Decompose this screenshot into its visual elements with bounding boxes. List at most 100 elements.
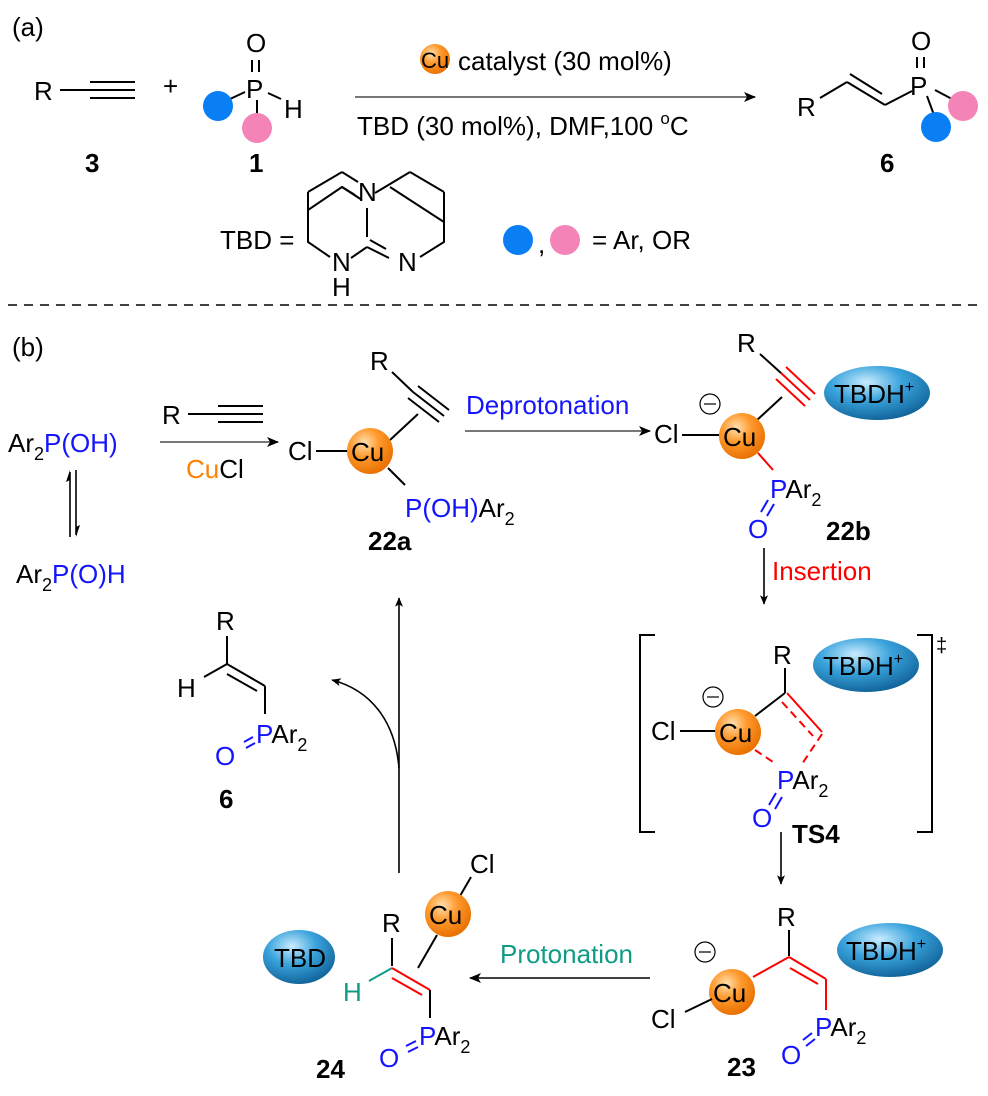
product-phosphorus-atom: P xyxy=(910,71,927,101)
ring-bond xyxy=(307,171,343,193)
tbdh-cation-label: TBDH+ xyxy=(834,379,914,409)
compound-number-1: 1 xyxy=(249,148,263,178)
r-group: R xyxy=(382,908,401,938)
reagent-r: R xyxy=(162,400,181,430)
arrowhead xyxy=(76,525,80,537)
intermediate-24: TBD Cl Cu R H PAr2 O 24 xyxy=(263,849,495,1084)
tbd-base-label: TBD xyxy=(274,943,326,973)
negative-charge-icon xyxy=(699,393,721,415)
chlorine-atom-top: Cl xyxy=(470,849,495,879)
tbd-equals-label: TBD = xyxy=(220,225,294,255)
triple-bond-line xyxy=(407,397,440,423)
nitrogen-atom: N xyxy=(398,247,417,277)
ring-bond xyxy=(341,171,359,183)
p-o-double-bond xyxy=(405,1040,417,1047)
p-o-double-bond xyxy=(407,1046,419,1053)
copper-label: Cu xyxy=(429,900,462,930)
phosphorus-ligand: P(OH)Ar2 xyxy=(405,493,515,529)
oxygen-atom: O xyxy=(246,28,266,58)
hydrogen-atom: H xyxy=(284,94,303,124)
r-group: R xyxy=(370,346,389,376)
nitrogen-atom: N xyxy=(358,177,377,207)
complex-22b: R TBDH+ Cl Cu PAr2 O 22b xyxy=(654,328,930,546)
phosphoryl-group: PAr2 xyxy=(815,1012,866,1048)
deprotonation-label: Deprotonation xyxy=(466,390,629,420)
ring-bond xyxy=(409,171,445,193)
substituent-legend: , = Ar, OR xyxy=(503,225,691,259)
oxygen-atom: O xyxy=(379,1043,399,1073)
red-double-bond-line xyxy=(789,967,819,985)
tbdh-cation-label: TBDH+ xyxy=(846,936,926,966)
p-o-double-bond xyxy=(760,499,769,513)
p-substituent-bond xyxy=(934,89,953,100)
p-h-bond xyxy=(267,92,282,100)
compound-label-ts4: TS4 xyxy=(792,819,840,849)
red-double-bond-line xyxy=(788,956,827,980)
red-partial-bond xyxy=(781,701,814,737)
r-group: R xyxy=(216,606,235,636)
c-h-bond xyxy=(203,663,228,678)
tautomer-phosphinous-acid: Ar2P(OH) xyxy=(8,428,118,464)
r-group: R xyxy=(737,328,756,358)
panel-b-label: (b) xyxy=(12,332,44,362)
copper-label: Cu xyxy=(723,422,756,452)
copper-center xyxy=(719,413,765,459)
negative-charge-icon xyxy=(694,941,716,963)
red-partial-bond xyxy=(754,749,777,765)
right-bracket xyxy=(917,634,933,833)
single-bond xyxy=(391,371,414,393)
tbdh-cation-ellipse xyxy=(837,923,943,977)
copper-label: Cu xyxy=(713,978,746,1008)
cu-p-bond xyxy=(387,467,406,486)
triple-bond-line xyxy=(412,391,445,417)
left-bracket xyxy=(639,634,655,833)
red-partial-bond xyxy=(801,733,823,765)
red-bond-line xyxy=(786,692,823,733)
red-triple-bond-line xyxy=(780,372,811,401)
copper-label: Cu xyxy=(719,718,752,748)
compound-number-23: 23 xyxy=(727,1052,756,1082)
product-release-arrow xyxy=(331,678,400,769)
blue-substituent-dot xyxy=(203,91,233,121)
p-o-double-bond xyxy=(243,736,254,743)
cu-alkyne-bond xyxy=(755,396,783,422)
chlorine-atom: Cl xyxy=(651,1004,676,1034)
double-bond-line xyxy=(226,673,258,692)
double-dagger: ‡ xyxy=(936,635,947,657)
negative-charge-icon xyxy=(702,686,724,708)
cu-cl-bond xyxy=(684,998,713,1013)
single-bond xyxy=(759,353,782,374)
p-o-double-bond xyxy=(774,796,783,810)
compound-number-22b: 22b xyxy=(826,516,871,546)
pink-dot-icon xyxy=(550,225,580,255)
product-6-released: R H PAr2 O 6 xyxy=(177,606,307,814)
blue-substituent-dot xyxy=(921,112,951,142)
phosphorus-atom: P xyxy=(246,74,263,104)
pink-substituent-dot xyxy=(948,91,978,121)
ring-bond xyxy=(374,171,411,194)
single-bond xyxy=(884,90,913,106)
alkyne-3: R 3 xyxy=(34,76,135,178)
phosphoryl-group: PAr2 xyxy=(256,719,307,755)
copper-label: Cu xyxy=(351,437,384,467)
legend-comma: , xyxy=(538,229,545,259)
cu-c-bond xyxy=(754,692,786,717)
ring-bond xyxy=(366,246,390,259)
oxygen-atom: O xyxy=(748,514,768,544)
double-bond-line xyxy=(846,81,886,106)
tbd-base-ellipse xyxy=(263,930,335,984)
p-o-double-bond xyxy=(805,1038,816,1047)
phosphoryl-group: PAr2 xyxy=(777,765,828,801)
catalyst-loading-text: catalyst (30 mol%) xyxy=(458,46,672,76)
oxygen-atom: O xyxy=(215,741,235,771)
hydrogen-atom: H xyxy=(343,977,362,1007)
tbdh-cation-ellipse xyxy=(813,638,919,692)
phosphoryl-group: PAr2 xyxy=(770,474,821,510)
insertion-label: Insertion xyxy=(772,556,872,586)
base-solvent-temp-text: TBD (30 mol%), DMF,100 oC xyxy=(357,109,689,141)
oxygen-atom: O xyxy=(752,803,772,833)
chlorine-atom: Cl xyxy=(288,436,313,466)
vinylphosphine-oxide-6: R O P 6 xyxy=(797,26,978,178)
chlorine-atom: Cl xyxy=(654,419,679,449)
